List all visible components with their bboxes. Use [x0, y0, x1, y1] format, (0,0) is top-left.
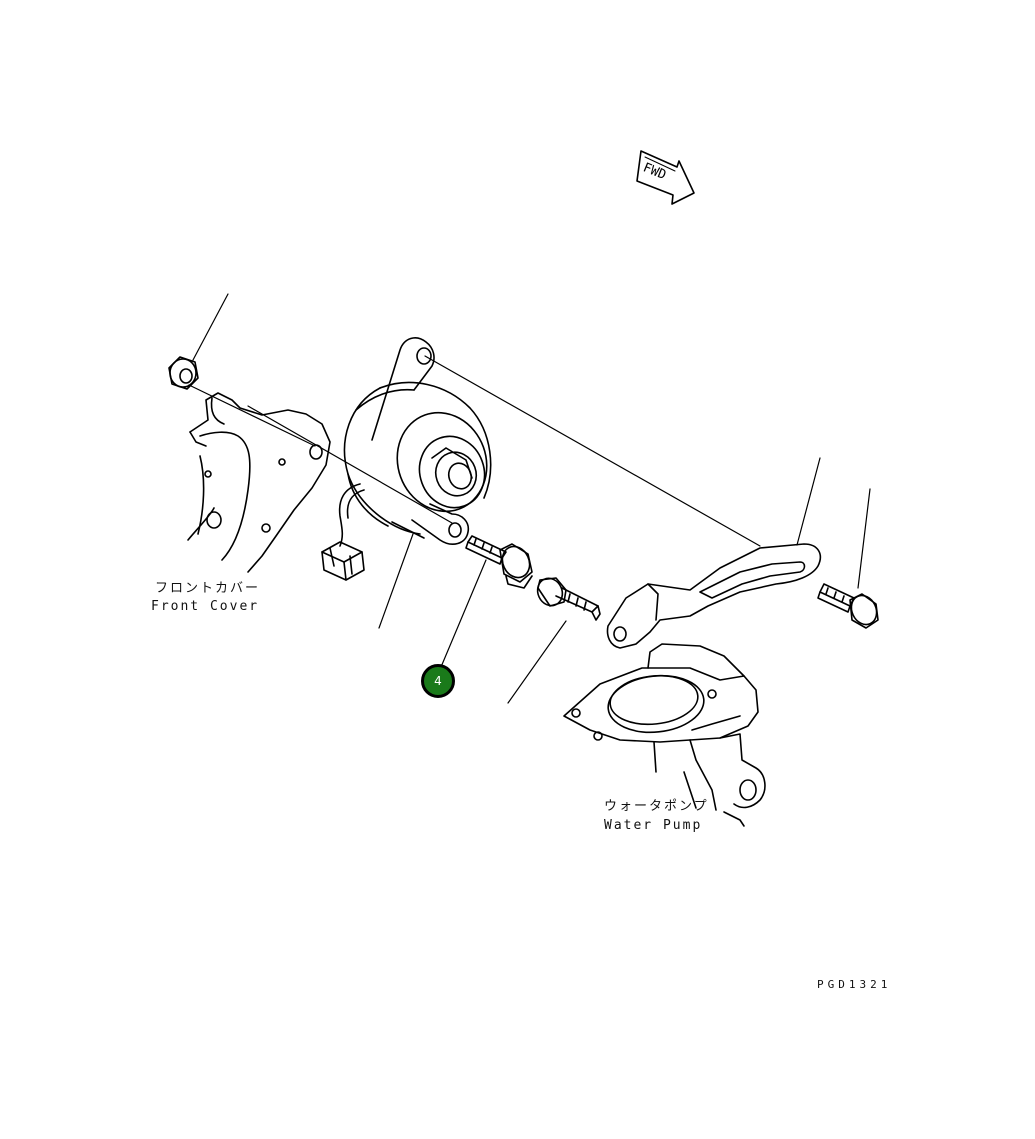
fwd-text: FWD [641, 160, 669, 183]
front-cover-label-jp: フロントカバー [155, 581, 261, 596]
bolt-right-part [817, 583, 879, 629]
front-cover-label-en: Front Cover [151, 599, 260, 614]
water-pump-label-en: Water Pump [604, 818, 703, 833]
adjust-strap-part [606, 543, 822, 649]
water-pump-part [563, 643, 766, 827]
front-cover-part [187, 392, 331, 573]
callout-part-4[interactable]: 4 [421, 664, 455, 698]
fwd-arrow-icon: FWD [636, 150, 695, 205]
alternator-part [338, 337, 492, 547]
bolt-upper-part [465, 535, 533, 589]
drawing-code: PGD1321 [817, 978, 892, 991]
wire-connector-part [321, 541, 365, 581]
water-pump-label-jp: ウォータポンプ [604, 799, 709, 814]
leader-lines [188, 293, 871, 704]
collar-nut-part [168, 356, 199, 390]
bolt-lower-part [536, 577, 601, 621]
